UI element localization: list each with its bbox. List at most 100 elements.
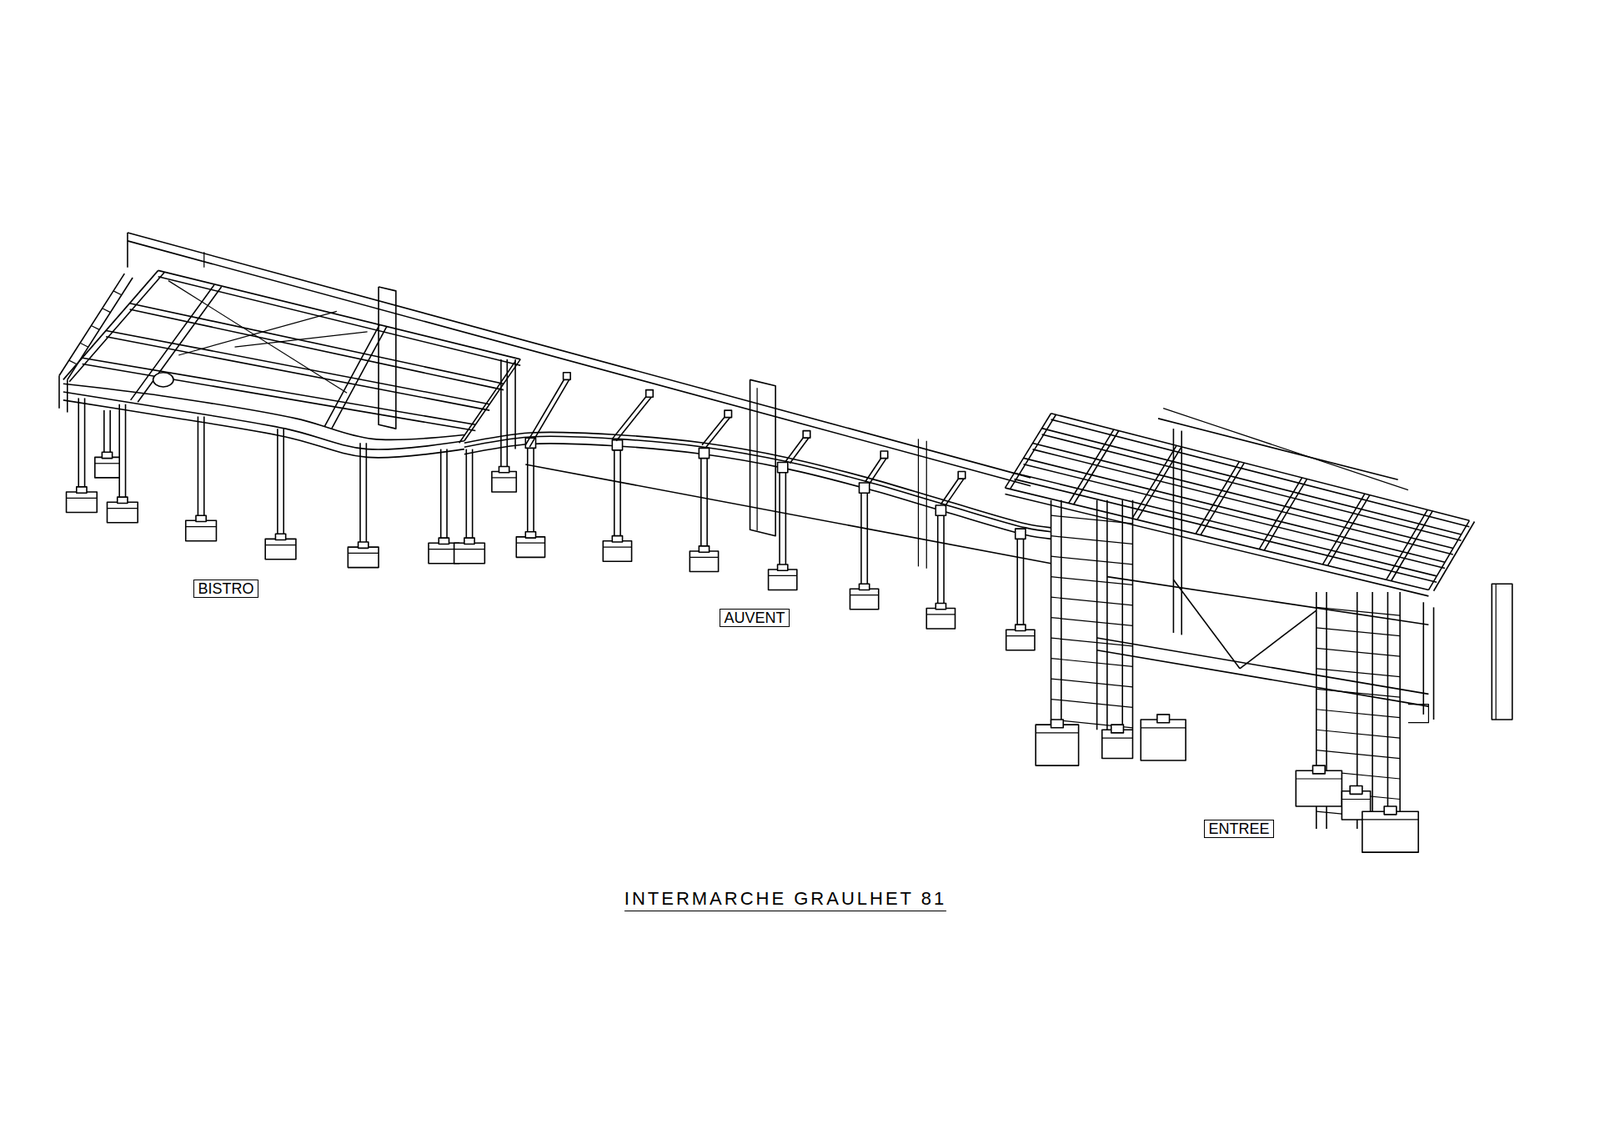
lintel-beam [1097, 650, 1430, 707]
bracket-plate [1015, 528, 1026, 539]
wall-top [127, 240, 1031, 487]
auvent-column [866, 486, 868, 587]
bistro-column [440, 449, 442, 542]
bistro-column [125, 404, 127, 501]
auvent-column [613, 442, 616, 539]
cross-beam [137, 286, 221, 402]
base-plate [1312, 765, 1325, 774]
footing-block [516, 536, 545, 557]
base-plate [1157, 714, 1170, 723]
bistro-column [282, 428, 285, 537]
arm-plate [880, 451, 888, 459]
footing-edge [768, 575, 798, 577]
front-beam [63, 383, 465, 440]
base-plate [611, 536, 622, 542]
label-text: AUVENT [723, 610, 785, 627]
tower-rung [1051, 678, 1134, 688]
railing [66, 379, 69, 412]
base-plate [117, 496, 128, 503]
tower-rung [1051, 596, 1134, 606]
tower-post [1371, 591, 1374, 829]
auvent-column [1023, 531, 1025, 628]
footing-block [768, 569, 798, 590]
tower-post [1180, 431, 1183, 636]
railing-rung [113, 290, 122, 296]
footing-edge [1295, 777, 1342, 779]
standalone-post [1491, 583, 1512, 720]
footing-edge [185, 526, 217, 527]
railing-rung [102, 308, 111, 313]
railing-rung [69, 360, 78, 365]
cantilever-arm [789, 436, 810, 464]
bistro-column [203, 416, 206, 518]
roof-beam [1042, 434, 1462, 541]
bistro-column [466, 449, 468, 542]
auvent-column [619, 442, 622, 539]
roof-beam [69, 272, 165, 382]
cantilever-arm [611, 392, 649, 439]
bracing [1163, 408, 1409, 491]
wall-top [127, 232, 1031, 478]
arm-plate [724, 410, 733, 418]
tower-post [1121, 500, 1124, 730]
label-box: BISTRO [193, 579, 258, 599]
footing-edge [1362, 818, 1419, 820]
bracket-plate [858, 482, 869, 493]
arm-plate [563, 372, 572, 381]
label-box: ENTREE [1203, 819, 1274, 839]
bistro-column [109, 410, 111, 456]
footing-block [107, 501, 139, 522]
tower-post [1387, 591, 1390, 829]
cantilever-arm [702, 413, 728, 446]
tower-footing [1140, 719, 1186, 761]
base-plate [525, 531, 536, 538]
auvent-column [937, 508, 939, 607]
tower-post [1050, 500, 1053, 730]
roof-purlin [1010, 414, 1057, 489]
roof-purlin [1391, 511, 1434, 582]
bistro-column [103, 410, 106, 456]
footing-edge [1102, 737, 1134, 738]
bracing [234, 331, 367, 347]
roof-beam [1042, 428, 1462, 535]
footing-block [66, 491, 98, 512]
tower-footing [1035, 724, 1079, 766]
label-text: ENTREE [1208, 821, 1269, 838]
tower-footing [1295, 770, 1342, 807]
front-beam [63, 400, 465, 458]
bistro-column [366, 442, 368, 545]
tower-post [1132, 500, 1134, 730]
bracing [1239, 610, 1317, 669]
footing-edge [265, 544, 296, 546]
footing-block [185, 520, 217, 541]
roof-purlin [1200, 462, 1244, 536]
arm-plate [646, 390, 654, 398]
bistro-column [197, 416, 200, 518]
bistro-column [77, 397, 80, 490]
base-plate [1349, 786, 1363, 795]
bistro-column [471, 449, 474, 542]
base-plate [464, 537, 475, 544]
tower-rung [1051, 515, 1134, 524]
auvent-column [785, 465, 788, 567]
tower-rung [1051, 536, 1134, 545]
auvent-column [942, 508, 945, 607]
base-plate [101, 451, 112, 458]
bistro-column [506, 359, 508, 470]
bracket-plate [698, 447, 709, 458]
tower-rung [1051, 617, 1134, 627]
tower-rung [1316, 709, 1400, 718]
roof-purlin [1328, 494, 1370, 566]
auvent-column [532, 441, 535, 536]
auvent-column [700, 451, 703, 550]
column [514, 359, 517, 450]
footing-edge [849, 594, 878, 596]
base-plate [76, 486, 87, 493]
wall-pilaster [756, 387, 758, 531]
auvent-column [860, 486, 863, 587]
tower-footing [1102, 729, 1134, 758]
footing-edge [516, 542, 545, 544]
lintel-beam [1097, 637, 1430, 694]
standalone-post [1495, 583, 1497, 720]
